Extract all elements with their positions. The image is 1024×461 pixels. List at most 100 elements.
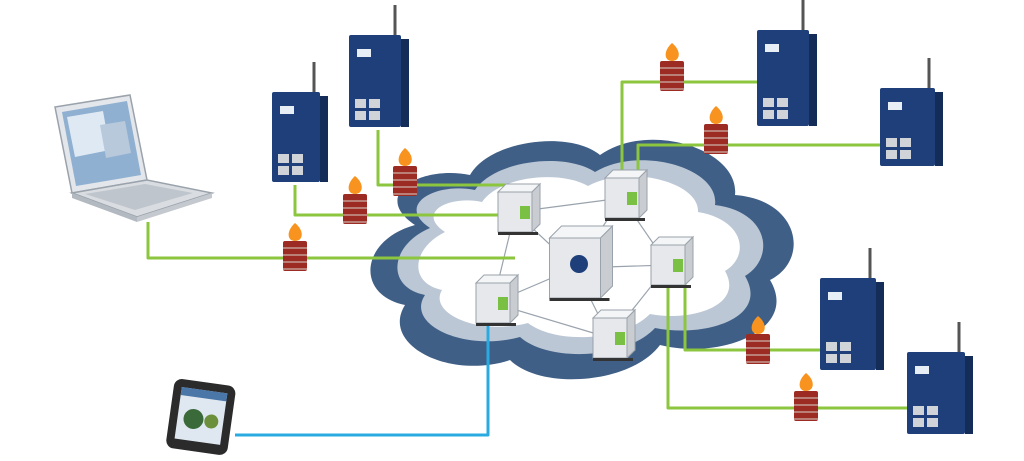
- gateway-6-port-2: [927, 406, 938, 415]
- cloud-server-1-rail: [498, 232, 538, 235]
- gateway-2: [349, 5, 409, 127]
- cloud-server-3-lock-icon: [673, 259, 683, 272]
- gateway-6-port-4: [927, 418, 938, 427]
- laptop-screen-window-2: [100, 121, 131, 158]
- gateway-2-side: [401, 39, 409, 127]
- gateway-4-label-plate: [888, 102, 902, 110]
- gateway-3-port-3: [763, 110, 774, 119]
- gateway-3: [757, 0, 817, 126]
- central-server-rail: [549, 298, 610, 301]
- gateway-1-port-2: [292, 154, 303, 163]
- gateway-3-port-2: [777, 98, 788, 107]
- gateway-2-label-plate: [357, 49, 371, 57]
- tablet-gauge-2: [204, 414, 219, 429]
- cloud-server-1-side: [531, 182, 541, 234]
- firewall-3-flame-icon: [398, 148, 412, 166]
- gateway-6-side: [965, 356, 973, 434]
- firewall-1-wall-icon: [283, 241, 307, 271]
- firewall-7-flame-icon: [799, 373, 813, 391]
- firewall-6-wall-icon: [746, 334, 770, 364]
- gateway-6-label-plate: [915, 366, 929, 374]
- gateway-2-port-2: [369, 99, 380, 108]
- cloud-server-2-side: [638, 168, 648, 220]
- firewall-5-wall-icon: [704, 124, 728, 154]
- central-server-hub-icon: [570, 255, 588, 273]
- cloud-server-1-lock-icon: [520, 206, 530, 219]
- firewall-3-wall-icon: [393, 166, 417, 196]
- firewall-4: [660, 43, 684, 91]
- tablet-client: [166, 379, 236, 455]
- firewalls: [283, 43, 818, 421]
- gateway-5-port-1: [826, 342, 837, 351]
- firewall-2: [343, 176, 367, 224]
- gateway-3-port-1: [763, 98, 774, 107]
- firewall-3: [393, 148, 417, 196]
- cloud-server-4-side: [509, 273, 519, 325]
- cloud-server-2-rail: [605, 218, 645, 221]
- cloud-server-5: [591, 308, 637, 361]
- link-laptop-client: [146, 222, 515, 260]
- gateway-5-port-4: [840, 354, 851, 363]
- cloud-server-5-lock-icon: [615, 332, 625, 345]
- gateway-3-side: [809, 34, 817, 126]
- firewall-7: [794, 373, 818, 421]
- laptop-base-front: [137, 193, 212, 222]
- firewall-7-wall-icon: [794, 391, 818, 421]
- firewall-2-flame-icon: [348, 176, 362, 194]
- links: [146, 80, 907, 437]
- gateway-4-port-4: [900, 150, 911, 159]
- gateway-1: [272, 62, 328, 182]
- cloud-server-4-rail: [476, 323, 516, 326]
- cloud-server-2-lock-icon: [627, 192, 637, 205]
- gateway-4-port-1: [886, 138, 897, 147]
- tablet-gauge: [183, 408, 204, 429]
- gateway-2-port-4: [369, 111, 380, 120]
- central-server: [548, 224, 614, 301]
- firewall-1: [283, 223, 307, 271]
- gateway-1-port-4: [292, 166, 303, 175]
- gateway-5-side: [876, 282, 884, 370]
- cloud-server-4-lock-icon: [498, 297, 508, 310]
- servers: [474, 168, 695, 361]
- firewall-2-wall-icon: [343, 194, 367, 224]
- gateway-5: [820, 248, 884, 370]
- link-tablet-client: [235, 320, 490, 437]
- gateway-5-port-2: [840, 342, 851, 351]
- gateway-6-port-3: [913, 418, 924, 427]
- cloud-server-3: [649, 235, 695, 288]
- link-gateway-1: [293, 185, 505, 217]
- gateway-3-label-plate: [765, 44, 779, 52]
- firewall-5: [704, 106, 728, 154]
- gateway-3-port-4: [777, 110, 788, 119]
- firewall-5-flame-icon: [709, 106, 723, 124]
- link-gateway-6: [666, 285, 907, 410]
- gateway-6-port-1: [913, 406, 924, 415]
- laptop-keyboard: [85, 184, 193, 210]
- gateway-4-port-2: [900, 138, 911, 147]
- gateway-5-port-3: [826, 354, 837, 363]
- gateway-4: [880, 58, 943, 166]
- gateway-1-side: [320, 96, 328, 182]
- cloud-server-5-rail: [593, 358, 633, 361]
- gateway-2-port-3: [355, 111, 366, 120]
- firewall-6: [746, 316, 770, 364]
- cloud-server-5-side: [626, 308, 636, 360]
- firewall-1-flame-icon: [288, 223, 302, 241]
- link-gateway-5: [683, 280, 822, 352]
- firewall-4-flame-icon: [665, 43, 679, 61]
- central-server-side: [600, 224, 613, 300]
- cloud-server-1: [496, 182, 542, 235]
- laptop-screen-window: [67, 111, 110, 157]
- gateway-4-side: [935, 92, 943, 166]
- firewall-4-wall-icon: [660, 61, 684, 91]
- laptop-client: [54, 94, 215, 222]
- cloud-server-3-side: [684, 235, 694, 287]
- cloud-server-2: [603, 168, 649, 221]
- cloud-server-3-rail: [651, 285, 691, 288]
- gateway-1-port-3: [278, 166, 289, 175]
- tablet-header-bar: [180, 387, 228, 402]
- cloud-server-4: [474, 273, 520, 326]
- link-gateway-3: [620, 80, 757, 200]
